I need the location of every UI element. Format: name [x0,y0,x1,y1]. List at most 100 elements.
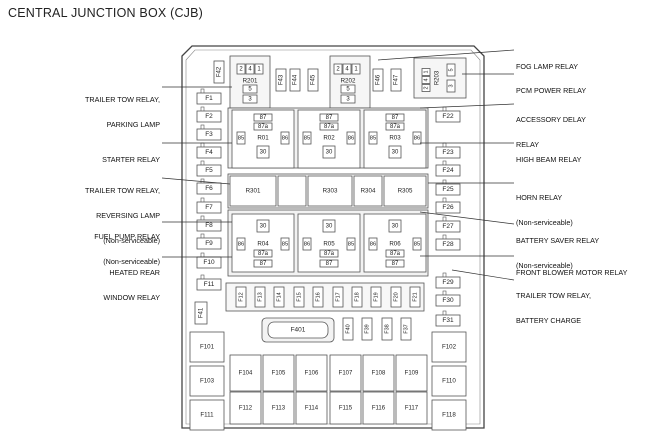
fuse-label-f28: F28 [442,241,454,248]
label-line: ACCESSORY DELAY [516,114,586,124]
relay-pin-label: 85 [304,136,310,142]
label-line: (Non-serviceable) [103,236,160,246]
fuse-f38 [381,317,393,341]
relay-name-r06: R06 [389,241,401,248]
maxi-fuse-f109 [395,354,428,392]
relay-r301 [229,175,277,207]
relay-pin-label: 5 [346,87,350,93]
relay-pin-label: 30 [260,150,267,156]
relay-pin-label: 2 [239,67,243,73]
fuse-label-f118: F118 [442,412,456,419]
relay-pin [412,131,422,145]
leader-line [161,177,231,185]
fuse-label-f24: F24 [442,167,454,174]
relay-pin-label: 86 [304,242,310,248]
fuse-label-f39: F39 [364,324,370,333]
label-line: BATTERY SAVER RELAY [516,235,600,245]
fuse-label-f8: F8 [205,222,213,229]
relay-pin [322,145,336,159]
fuse-f13 [254,286,266,308]
relay-pin-label: 30 [392,150,399,156]
relay-pin-label: 85 [238,136,244,142]
fuse-f45 [307,68,319,92]
relay-pin [253,249,273,258]
fuse-f26 [435,201,461,214]
fuse-f12 [235,286,247,308]
leader-line [451,269,515,281]
fuse-label-f25: F25 [442,186,454,193]
relay-pin-label: 87 [260,115,267,121]
relay-pin [368,237,378,251]
relay-pin-label: 30 [326,224,333,230]
fuse-f23 [435,146,461,159]
fuse-f18 [351,286,363,308]
fuse-label-f45: F45 [311,74,317,85]
relay-pin-label: 85 [282,242,288,248]
maxi-fuse-f102 [431,331,467,363]
fuse-label-f22: F22 [442,113,454,120]
housing-inner-outline [185,49,481,425]
fuse-f43 [275,68,287,92]
relay-pin [236,237,246,251]
fuse-f1 [196,92,222,105]
fuse-label-f1: F1 [205,95,213,102]
relay-pin-label: 85 [370,136,376,142]
relay-pin [319,259,339,268]
fuse-f30 [435,294,461,307]
maxi-fuse-f101 [189,331,225,363]
relay-name-r301: R301 [246,188,261,195]
label-line: FOG LAMP RELAY [516,61,579,71]
relay-pin [421,76,431,84]
relay-pin [421,84,431,92]
relay-pin [319,122,339,131]
label-line: (Non-serviceable) [516,261,573,271]
relay-pin [333,63,343,75]
relay-pin [256,145,270,159]
fuse-label-f114: F114 [305,406,319,412]
relay-name-r05: R05 [323,241,335,248]
fuse-label-f23: F23 [442,149,454,156]
relay-r304 [353,175,383,207]
label-trailer-tow-relay-reversing-lamp: TRAILER TOW RELAY, REVERSING LAMP (Non-s… [60,170,160,254]
fuse-f7 [196,201,222,214]
fuse-label-f111: F111 [200,412,214,419]
relay-pin [388,145,402,159]
relay-pin [342,63,352,75]
fuse-label-f10: F10 [203,259,215,266]
relay-pin-label: 86 [348,136,354,142]
maxi-fuse-f118 [431,399,467,431]
fuse-f44 [289,68,301,92]
fuse-label-f13: F13 [257,292,263,301]
label-line: REVERSING LAMP [96,211,160,221]
relay-name-r01: R01 [257,135,269,142]
label-battery-saver-relay: BATTERY SAVER RELAY (Non-serviceable) [516,220,599,279]
fuse-f20 [390,286,402,308]
fuse-f4 [196,146,222,159]
fuse-label-f104: F104 [239,371,253,377]
relay-pin [319,113,339,122]
relay-name-r03: R03 [389,135,401,142]
fuse-f25 [435,183,461,196]
relay-name-r203: R203 [435,70,441,85]
relay-pin [236,131,246,145]
relay-pin [385,122,405,131]
relay-pin-label: 87 [392,261,399,267]
label-line: (Non-serviceable) [103,257,160,267]
label-line: HEATED REAR [109,267,160,277]
relay-pin [340,84,356,94]
fuse-f39 [361,317,373,341]
relay-pin-label: 5 [248,87,252,93]
relay-pin-label: 86 [238,242,244,248]
relay-pin [385,259,405,268]
relay-r305 [383,175,427,207]
fuse-f47 [390,68,402,92]
maxi-fuse-f114 [295,391,328,425]
fuse-f5 [196,164,222,177]
relay-pin-label: 2 [336,67,340,73]
fuse-label-f20: F20 [393,292,399,301]
fuse-label-f18: F18 [354,292,360,301]
maxi-fuse-f103 [189,365,225,397]
relay-pin-label: 85 [414,242,420,248]
fuse-f40 [342,317,354,341]
relay-pin [256,219,270,233]
